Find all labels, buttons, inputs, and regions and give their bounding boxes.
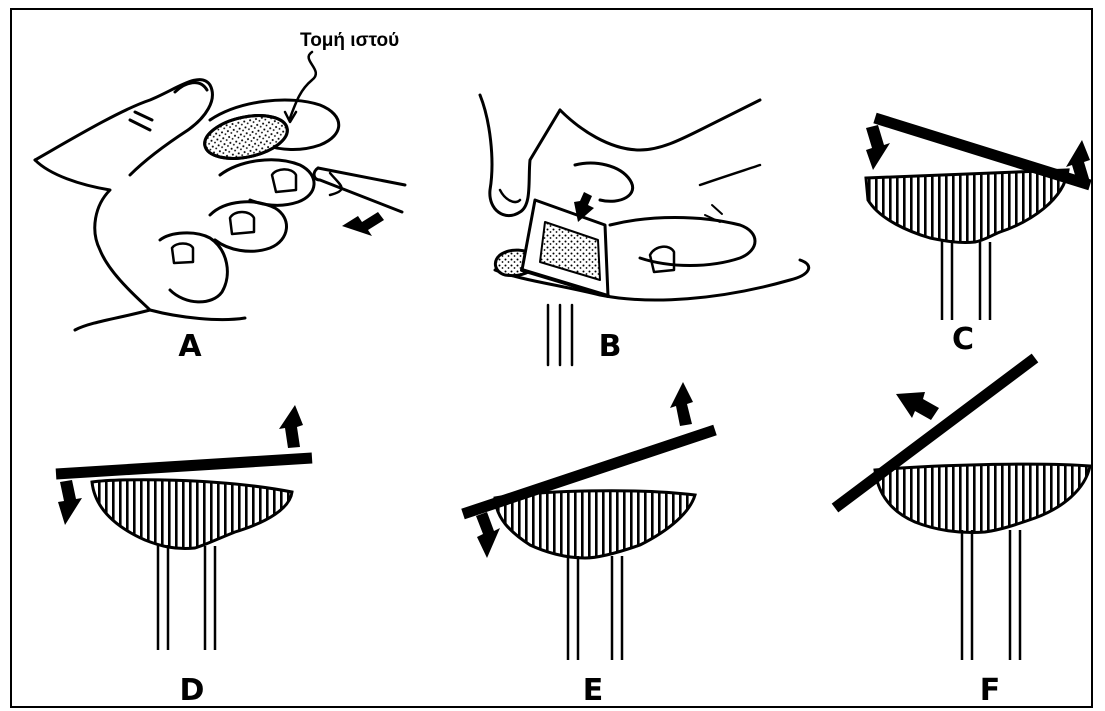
tissue-section-annotation: Τομή ιστού [300, 30, 399, 52]
panel-label-b: B [599, 332, 622, 362]
panel-label-f: F [980, 676, 1001, 706]
panel-label-d: D [180, 676, 205, 706]
panel-a-drawing [35, 52, 405, 330]
panel-d-drawing [56, 405, 312, 650]
panel-f-drawing [835, 358, 1090, 660]
panel-a-arrow [342, 212, 384, 236]
panel-label-c: C [952, 325, 974, 355]
panel-label-e: E [583, 676, 604, 706]
panel-label-a: A [178, 332, 201, 362]
panel-c-drawing [866, 118, 1090, 320]
panel-b-drawing [480, 95, 809, 365]
panel-e-drawing [463, 382, 715, 660]
